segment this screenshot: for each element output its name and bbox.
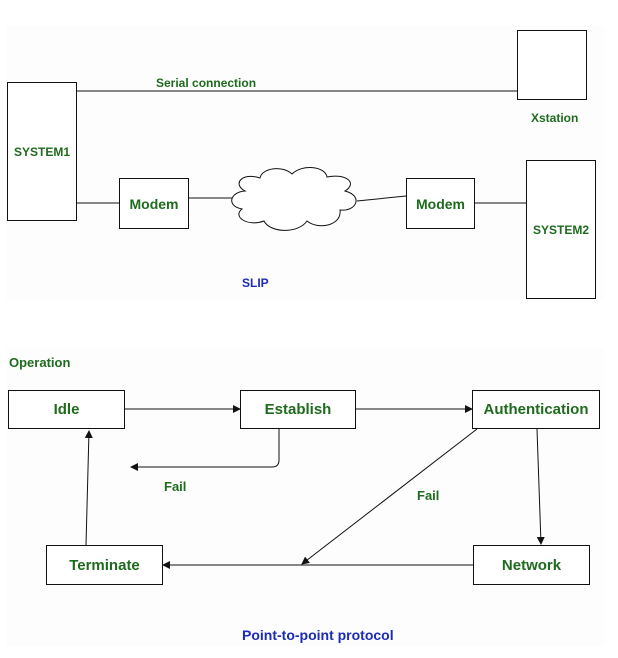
modem-right-label: Modem <box>416 195 465 212</box>
ppp-caption: Point-to-point protocol <box>242 627 394 643</box>
establish-fail-arrow <box>130 429 280 471</box>
xstation-box <box>517 30 587 100</box>
cloud-modem-line-right <box>356 195 407 202</box>
establish-box: Establish <box>240 390 356 429</box>
modem-left-box: Modem <box>119 178 189 229</box>
establish-label: Establish <box>264 401 332 418</box>
idle-label: Idle <box>53 401 80 418</box>
slip-panel <box>6 26 604 300</box>
terminate-box: Terminate <box>46 545 163 585</box>
authentication-fail-arrow <box>301 428 478 565</box>
authentication-label: Authentication <box>483 401 589 418</box>
fail-right-label: Fail <box>417 488 440 503</box>
modem-left-label: Modem <box>129 195 179 212</box>
system2-box: SYSTEM2 <box>526 160 596 299</box>
system2-label: SYSTEM2 <box>532 222 589 237</box>
serial-connection-label: Serial connection <box>156 76 257 90</box>
slip-caption: SLIP <box>242 276 269 290</box>
internet-cloud-icon <box>231 167 357 231</box>
system1-box: SYSTEM1 <box>7 82 77 221</box>
terminate-to-idle-arrow <box>84 430 93 546</box>
terminate-label: Terminate <box>69 556 140 574</box>
network-label: Network <box>501 556 562 574</box>
authentication-box: Authentication <box>472 390 600 429</box>
authentication-to-network-arrow <box>536 428 545 545</box>
fail-left-label: Fail <box>164 479 187 494</box>
modem-right-box: Modem <box>406 178 475 229</box>
system1-label: SYSTEM1 <box>13 144 70 159</box>
network-box: Network <box>473 545 590 585</box>
operation-label: Operation <box>9 355 71 370</box>
xstation-label: Xstation <box>531 111 579 125</box>
idle-box: Idle <box>8 390 125 429</box>
